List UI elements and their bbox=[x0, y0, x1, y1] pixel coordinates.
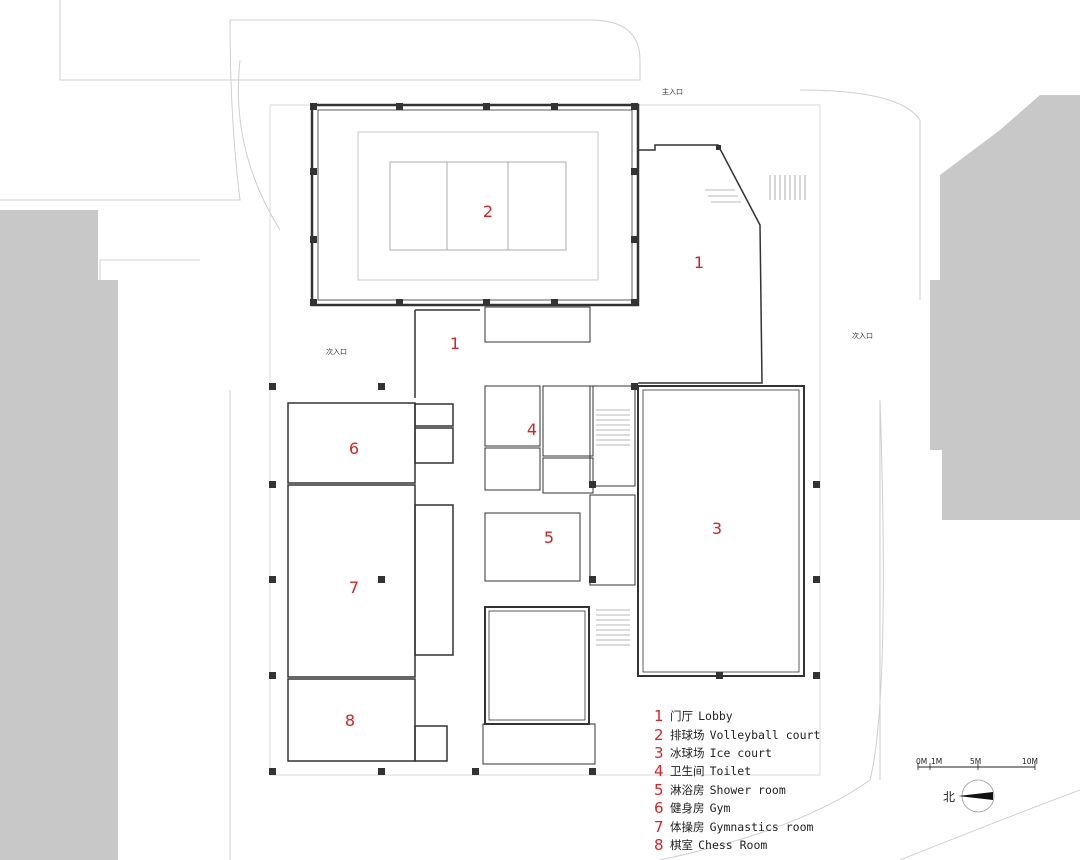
scale-ten: 10M bbox=[1022, 757, 1038, 766]
legend-item: 5 淋浴房 Shower room bbox=[654, 781, 884, 799]
atrium bbox=[482, 606, 596, 765]
legend-number: 8 bbox=[654, 835, 664, 854]
legend-cn: 冰球场 bbox=[670, 745, 705, 760]
secondary-entrance-left-label: 次入口 bbox=[326, 347, 347, 356]
legend-cn: 健身房 bbox=[670, 801, 705, 816]
legend-item: 8 棋室 Chess Room bbox=[654, 836, 884, 854]
legend-en: Volleyball court bbox=[709, 727, 821, 742]
legend-number: 6 bbox=[654, 799, 664, 818]
label-toilet: 4 bbox=[527, 420, 537, 439]
legend-number: 1 bbox=[654, 707, 664, 726]
legend-en: Toilet bbox=[709, 764, 752, 779]
north-label: 北 bbox=[943, 790, 955, 804]
legend-cn: 体操房 bbox=[670, 819, 705, 834]
volleyball-court bbox=[310, 103, 640, 307]
legend-en: Ice court bbox=[709, 745, 772, 760]
label-chess: 8 bbox=[345, 711, 355, 730]
left-rooms bbox=[287, 402, 454, 762]
legend-item: 3 冰球场 Ice court bbox=[654, 744, 884, 762]
label-shower: 5 bbox=[544, 528, 554, 547]
label-gymnastics: 7 bbox=[349, 578, 359, 597]
legend-cn: 淋浴房 bbox=[670, 782, 705, 797]
legend-cn: 排球场 bbox=[670, 727, 705, 742]
legend-cn: 卫生间 bbox=[670, 764, 705, 779]
north-arrow: 北 bbox=[943, 779, 995, 813]
main-entrance-label: 主入口 bbox=[662, 87, 683, 96]
label-volleyball: 2 bbox=[483, 202, 493, 221]
legend-item: 7 体操房 Gymnastics room bbox=[654, 817, 884, 836]
legend: 1 门厅 Lobby 2 排球场 Volleyball court 3 冰球场 Ice… bbox=[654, 707, 884, 854]
legend-item: 6 健身房 Gym bbox=[654, 799, 884, 817]
secondary-entrance-right-label: 次入口 bbox=[852, 331, 873, 340]
legend-item: 1 门厅 Lobby bbox=[654, 707, 884, 725]
legend-en: Lobby bbox=[698, 709, 733, 724]
stairs bbox=[596, 175, 806, 646]
structural-columns bbox=[269, 103, 820, 775]
legend-cn: 棋室 bbox=[670, 837, 693, 852]
neighbor-buildings bbox=[0, 95, 1080, 860]
legend-en: Chess Room bbox=[698, 837, 768, 852]
legend-number: 2 bbox=[654, 725, 664, 744]
label-ice: 3 bbox=[712, 519, 722, 538]
label-lobby-a: 1 bbox=[694, 253, 704, 272]
label-lobby-b: 1 bbox=[450, 334, 460, 353]
scale-one: 1M bbox=[931, 757, 942, 766]
label-gym: 6 bbox=[349, 439, 359, 458]
scale-zero: 0M bbox=[916, 757, 927, 766]
legend-number: 4 bbox=[654, 762, 664, 781]
scale-five: 5M bbox=[970, 757, 981, 766]
service-core bbox=[484, 306, 636, 586]
legend-number: 5 bbox=[654, 780, 664, 799]
legend-en: Gym bbox=[709, 801, 731, 816]
legend-number: 3 bbox=[654, 743, 664, 762]
legend-item: 4 卫生间 Toilet bbox=[654, 762, 884, 780]
legend-number: 7 bbox=[654, 817, 664, 836]
legend-en: Gymnastics room bbox=[709, 819, 814, 834]
scale-bar: 0M 1M 5M 10M bbox=[916, 757, 1038, 770]
legend-item: 2 排球场 Volleyball court bbox=[654, 725, 884, 744]
legend-en: Shower room bbox=[709, 782, 786, 797]
lobby-walls bbox=[414, 144, 763, 398]
legend-cn: 门厅 bbox=[670, 709, 693, 724]
